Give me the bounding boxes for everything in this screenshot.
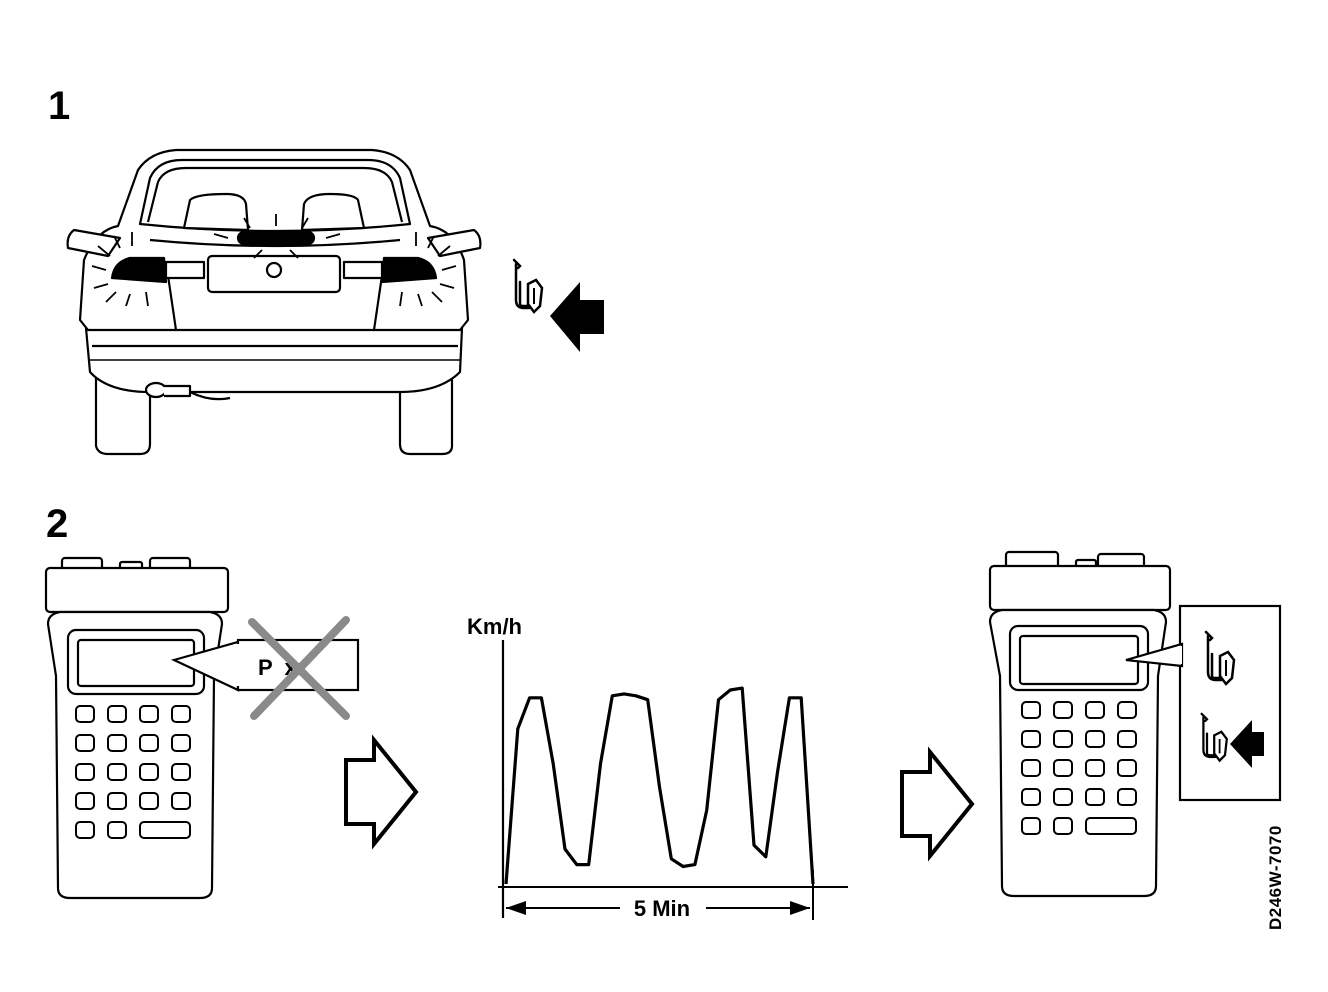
- hollow-arrow-right-icon-2: [900, 750, 974, 858]
- hollow-arrow-right-icon: [344, 738, 418, 846]
- speed-chart: Km/h 5 Min: [467, 614, 848, 921]
- figure-code: D246W-7070: [1266, 825, 1285, 930]
- step-2-label: 2: [46, 502, 69, 546]
- chart-y-label: Km/h: [467, 614, 522, 639]
- time-span-arrowhead-left: [506, 901, 526, 915]
- engine-check-lamp-icon: [512, 258, 544, 314]
- diagnostic-tester-right: [988, 550, 1172, 898]
- solid-arrow-left-icon-2: [1230, 720, 1264, 768]
- chart-x-label: 5 Min: [634, 896, 690, 921]
- speed-series-line: [504, 686, 815, 885]
- invalid-cross-icon: [248, 616, 350, 720]
- time-span-arrowhead-right: [790, 901, 810, 915]
- step-1-label: 1: [48, 84, 71, 128]
- diagnostic-tester-left: [44, 556, 230, 900]
- solid-arrow-left-icon: [550, 282, 604, 352]
- car-rear-illustration: [66, 148, 482, 456]
- display-callout-right: [1125, 604, 1282, 802]
